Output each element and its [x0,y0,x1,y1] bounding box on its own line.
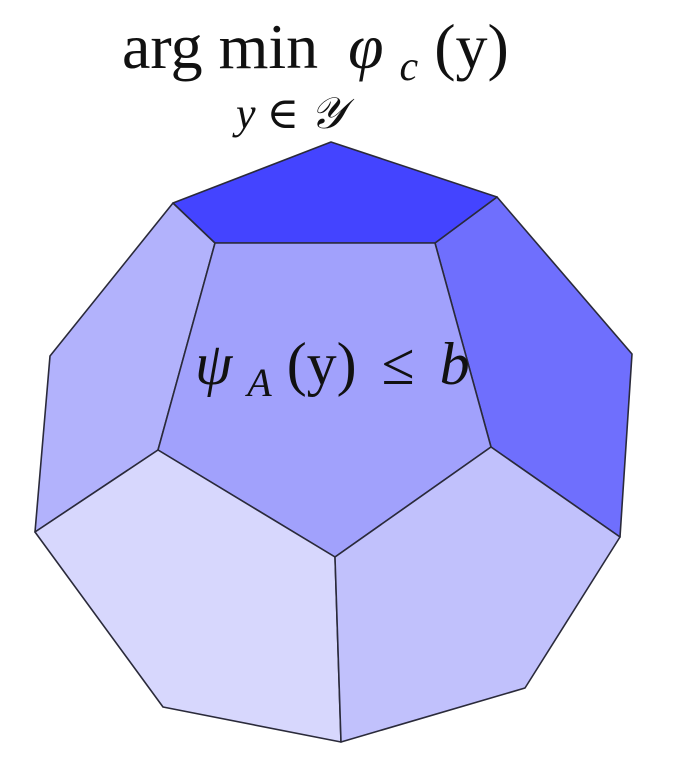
svg-text:y ∈ 𝒴: y ∈ 𝒴 [232,89,355,138]
constraint-subscript: A [244,360,272,405]
objective-argument: (y) [434,11,509,82]
constraint-rhs: b [440,331,470,397]
constraint-function: ψ [195,331,234,397]
objective-subscript: c [400,44,419,90]
face-lower-right [334,446,621,743]
face-top [172,141,498,244]
constraint-argument: (y) [287,331,357,397]
argmin-set: 𝒴 [310,89,355,138]
argmin-variable: y [232,89,256,138]
polytope [34,141,633,743]
objective-function: φ [348,11,383,82]
constraint-relation: ≤ [382,331,415,397]
constraint-formula: ψ A (y) ≤ b [195,331,470,409]
argmin-relation: ∈ [267,89,300,138]
svg-text:arg min φ c: arg min φ c (y) [122,11,509,94]
svg-text:ψ A (y) ≤: ψ A (y) ≤ b [195,331,470,409]
objective-formula: arg min φ c (y) y ∈ 𝒴 [122,11,509,138]
operator-argmin: arg min [122,11,318,82]
